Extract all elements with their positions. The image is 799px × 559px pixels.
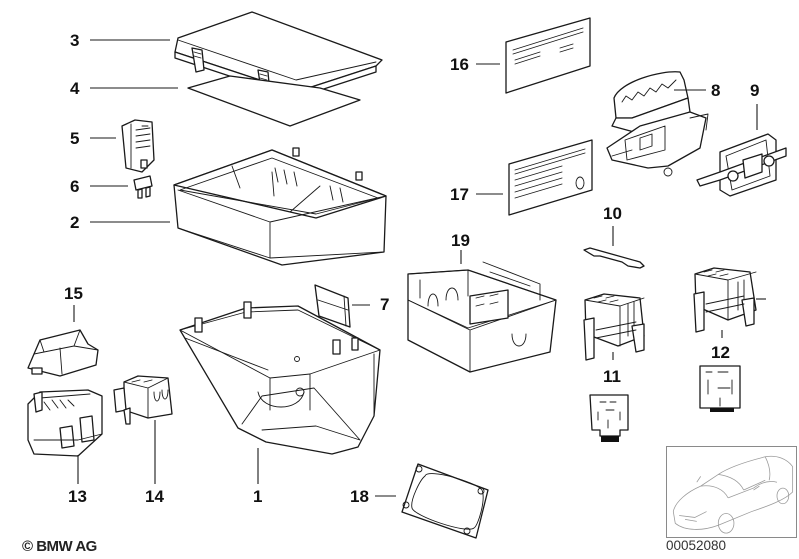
- callout-19[interactable]: 19: [451, 231, 470, 250]
- part-11-relay[interactable]: [583, 293, 645, 442]
- callout-9[interactable]: 9: [750, 81, 759, 100]
- callout-17[interactable]: 17: [450, 185, 469, 204]
- car-outline-icon: [672, 455, 794, 534]
- part-1-lower-housing[interactable]: [179, 301, 381, 455]
- part-19-relay-carrier[interactable]: [407, 261, 557, 373]
- callout-18[interactable]: 18: [350, 487, 369, 506]
- vehicle-thumbnail: [666, 446, 797, 538]
- part-7-shield-plate[interactable]: [314, 284, 351, 328]
- part-9-bracket[interactable]: [696, 133, 787, 197]
- callout-7[interactable]: 7: [380, 295, 389, 314]
- part-6-fuse[interactable]: [133, 175, 153, 199]
- callout-16[interactable]: 16: [450, 55, 469, 74]
- leader-lines: [73, 39, 766, 497]
- copyright-notice: © BMW AG: [22, 538, 97, 555]
- callout-13[interactable]: 13: [68, 487, 87, 506]
- callout-12[interactable]: 12: [711, 343, 730, 362]
- callout-14[interactable]: 14: [145, 487, 164, 506]
- callout-11[interactable]: 11: [603, 367, 621, 386]
- callout-1[interactable]: 1: [253, 487, 262, 506]
- callout-6[interactable]: 6: [70, 177, 79, 196]
- part-13-relay-socket[interactable]: [27, 389, 103, 457]
- part-2-fuse-box-base[interactable]: [173, 147, 387, 266]
- part-16-label-card[interactable]: [505, 17, 591, 94]
- callout-4[interactable]: 4: [70, 79, 80, 98]
- part-5-relay[interactable]: [121, 119, 155, 173]
- part-17-label-card[interactable]: [508, 139, 593, 216]
- diagram-number: 00052080: [666, 538, 727, 553]
- callout-5[interactable]: 5: [70, 129, 79, 148]
- part-4-seal-sheet[interactable]: [187, 75, 361, 127]
- part-12-relay[interactable]: [693, 267, 757, 412]
- callout-2[interactable]: 2: [70, 213, 79, 232]
- part-18-gasket-ring[interactable]: [401, 463, 489, 539]
- callout-10[interactable]: 10: [603, 204, 622, 223]
- part-15-cover-cap[interactable]: [27, 329, 99, 377]
- callout-3[interactable]: 3: [70, 31, 79, 50]
- callout-8[interactable]: 8: [711, 81, 720, 100]
- part-10-clip-strip[interactable]: [583, 247, 645, 269]
- callout-15[interactable]: 15: [64, 284, 83, 303]
- part-14-relay-socket[interactable]: [113, 375, 173, 425]
- callouts: 3 4 5 6 2 15 7 13 14 1 18 16 17 19 8 9 1…: [64, 31, 759, 506]
- part-8-relay-holder[interactable]: [606, 71, 709, 177]
